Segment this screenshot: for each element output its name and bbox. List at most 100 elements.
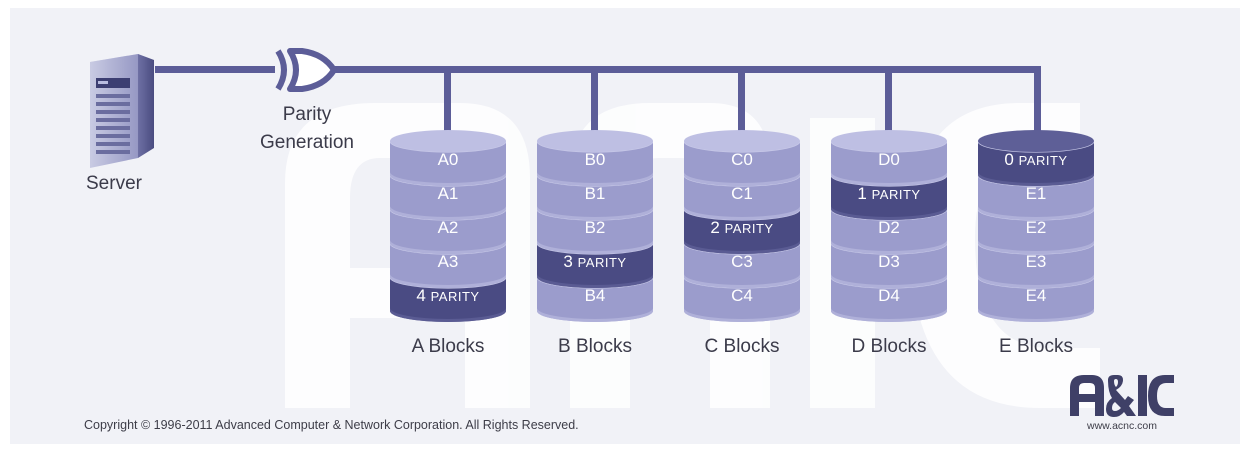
- stripe-rim: [684, 274, 800, 288]
- block-label: A3: [437, 252, 459, 271]
- stripe-rim: [390, 308, 506, 322]
- server-label: Server: [86, 173, 142, 194]
- disk-caption-b: B Blocks: [558, 336, 632, 357]
- stripe-rim: [684, 240, 800, 254]
- drop-line-c: [738, 66, 745, 134]
- copyright-text: Copyright © 1996-2011 Advanced Computer …: [84, 418, 579, 432]
- parity-stripe: [537, 243, 653, 288]
- block-label: D3: [878, 252, 900, 271]
- parity-label-line2: Generation: [259, 132, 354, 153]
- stripe-rim: [978, 172, 1094, 186]
- disk-shape: [831, 130, 947, 322]
- block-label: B4: [584, 286, 606, 305]
- parity-label: 3 PARITY: [563, 252, 627, 271]
- disk-caption-a: A Blocks: [411, 336, 485, 357]
- xor-gate-icon: [275, 48, 337, 92]
- parity-stripe: [390, 277, 506, 322]
- disk-top: [684, 130, 800, 152]
- stripe-rim: [537, 172, 653, 186]
- block-label: B1: [584, 184, 606, 203]
- block-label: A0: [437, 150, 459, 169]
- data-stripe: [537, 175, 653, 220]
- stripe-rim: [537, 240, 653, 254]
- disk-top: [537, 130, 653, 152]
- server-icon: [90, 54, 154, 168]
- stripe-rim: [390, 172, 506, 186]
- block-label: D0: [878, 150, 900, 169]
- stripe-rim: [684, 172, 800, 186]
- data-stripe: [978, 243, 1094, 288]
- parity-stripe: [684, 209, 800, 254]
- stripe-rim: [390, 206, 506, 220]
- block-label: B0: [584, 150, 606, 169]
- block-label: E1: [1025, 184, 1047, 203]
- stripe-rim: [537, 206, 653, 220]
- block-label: B2: [584, 218, 606, 237]
- block-label: E2: [1025, 218, 1047, 237]
- main-bus: [332, 66, 1041, 73]
- parity-label: 1 PARITY: [857, 184, 921, 203]
- stripe-rim: [978, 206, 1094, 220]
- data-stripe: [978, 209, 1094, 254]
- data-stripe: [978, 277, 1094, 322]
- disk-top: [390, 130, 506, 152]
- drop-line-a: [444, 66, 451, 134]
- block-label: D2: [878, 218, 900, 237]
- stripe-rim: [390, 274, 506, 288]
- disk-top: [831, 130, 947, 152]
- logo-url: www.acnc.com: [1086, 420, 1158, 432]
- stripe-rim: [978, 274, 1094, 288]
- data-stripe: [684, 141, 800, 186]
- data-stripe: [684, 175, 800, 220]
- parity-label: 4 PARITY: [416, 286, 480, 305]
- drop-line-b: [591, 66, 598, 134]
- block-label: C1: [731, 184, 753, 203]
- stripe-rim: [390, 240, 506, 254]
- data-stripe: [978, 175, 1094, 220]
- stripe-rim: [831, 172, 947, 186]
- stripe-rim: [684, 308, 800, 322]
- data-stripe: [684, 243, 800, 288]
- block-label: E4: [1025, 286, 1047, 305]
- block-label: C0: [731, 150, 753, 169]
- parity-label-line1: Parity: [282, 104, 332, 125]
- disk-shape: [978, 130, 1094, 322]
- block-label: A2: [437, 218, 459, 237]
- stripe-rim: [831, 274, 947, 288]
- server-to-gate-wire: [155, 66, 275, 73]
- disk-caption-d: D Blocks: [851, 336, 927, 357]
- drop-line-e: [1034, 66, 1041, 134]
- data-stripe: [831, 277, 947, 322]
- data-stripe: [831, 141, 947, 186]
- data-stripe: [684, 277, 800, 322]
- stripe-rim: [831, 308, 947, 322]
- data-stripe: [537, 141, 653, 186]
- stripe-rim: [978, 308, 1094, 322]
- block-label: C3: [731, 252, 753, 271]
- drop-line-d: [885, 66, 892, 134]
- block-label: C4: [731, 286, 753, 305]
- disk-shape: [684, 130, 800, 322]
- stripe-rim: [537, 308, 653, 322]
- disk-shape: [390, 130, 506, 322]
- disk-caption-c: C Blocks: [704, 336, 780, 357]
- stripe-rim: [831, 206, 947, 220]
- data-stripe: [831, 243, 947, 288]
- block-label: E3: [1025, 252, 1047, 271]
- data-stripe: [537, 277, 653, 322]
- parity-label: 2 PARITY: [710, 218, 774, 237]
- data-stripe: [390, 175, 506, 220]
- acnc-logo: [1070, 375, 1174, 417]
- disk-caption-e: E Blocks: [999, 336, 1073, 357]
- stripe-rim: [684, 206, 800, 220]
- data-stripe: [390, 141, 506, 186]
- disk-shape: [537, 130, 653, 322]
- data-stripe: [390, 243, 506, 288]
- stripe-rim: [831, 240, 947, 254]
